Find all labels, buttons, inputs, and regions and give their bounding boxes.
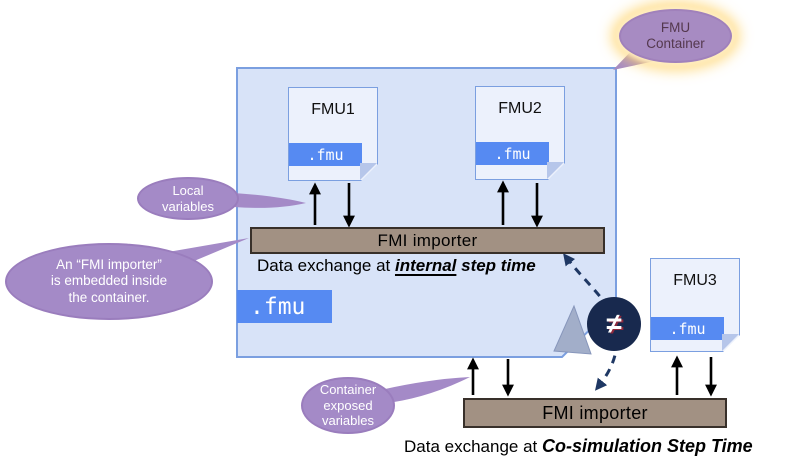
- inner-fmi-importer-bar: FMI importer: [250, 227, 605, 254]
- fmu2-card: FMU2 .fmu: [475, 86, 565, 180]
- data-flow-arrows: [309, 180, 717, 397]
- internal-step-time-caption: Data exchange at internal step time: [257, 256, 536, 276]
- container-fmu-chip: .fmu: [237, 290, 332, 323]
- local-variables-callout-text: Local variables: [161, 182, 215, 214]
- fmu1-title: FMU1: [311, 101, 355, 118]
- fmu-container-callout: FMU Container: [619, 9, 732, 63]
- fmu-container-callout-text: FMU Container: [646, 19, 705, 51]
- not-equal-badge: ≠: [587, 297, 641, 351]
- fmu3-chip: .fmu: [651, 317, 724, 340]
- fmu2-title: FMU2: [498, 100, 542, 117]
- caption-prefix: Data exchange at: [404, 437, 542, 456]
- cosimulation-step-time-caption: Data exchange at Co-simulation Step Time: [404, 436, 753, 457]
- container-exposed-variables-callout-text: Container exposed variables: [319, 381, 377, 429]
- embedded-importer-callout-text: An “FMI importer” is embedded inside the…: [50, 256, 168, 305]
- local-variables-callout: Local variables: [137, 177, 239, 220]
- fmu1-card: FMU1 .fmu: [288, 87, 378, 181]
- embedded-importer-callout: An “FMI importer” is embedded inside the…: [5, 243, 213, 320]
- outer-fmi-importer-bar: FMI importer: [463, 398, 727, 428]
- fmu3-card: FMU3 .fmu: [650, 258, 740, 352]
- fmu2-chip: .fmu: [476, 142, 549, 165]
- local-variables-callout-tail: [234, 193, 306, 208]
- caption-suffix: step time: [456, 256, 536, 275]
- caption-cosim-emphasis: Co-simulation Step Time: [541, 436, 753, 456]
- caption-internal-word: internal: [394, 256, 457, 275]
- caption-prefix: Data exchange at: [257, 256, 395, 275]
- fmu3-title: FMU3: [673, 272, 717, 289]
- exposed-callout-tail: [376, 377, 470, 404]
- fmu1-chip: .fmu: [289, 143, 362, 166]
- container-exposed-variables-callout: Container exposed variables: [301, 377, 395, 434]
